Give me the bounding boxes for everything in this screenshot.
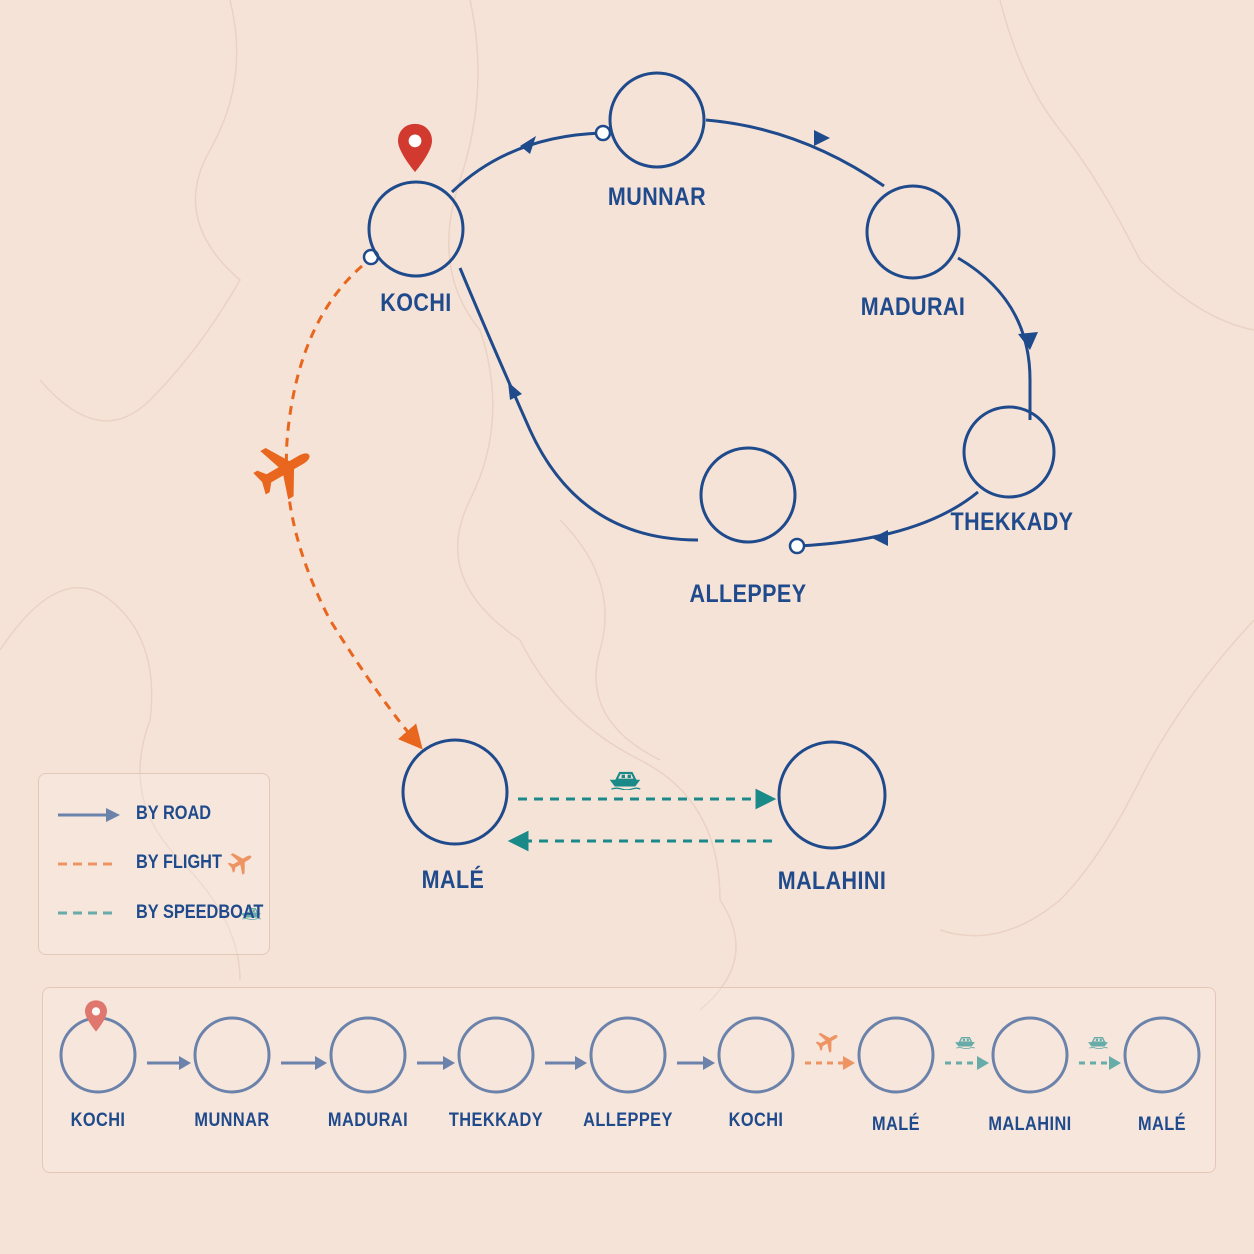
road-route <box>450 118 1032 548</box>
stop-label-male: MALÉ <box>421 866 485 894</box>
road-arrowheads <box>508 130 1038 546</box>
itinerary-stop-label: MADURAI <box>327 1110 409 1131</box>
itinerary-stop-6-photo <box>857 1016 935 1094</box>
stop-madurai-photo <box>865 184 961 280</box>
map-contours <box>0 0 1254 1011</box>
itinerary-stop-1-photo <box>193 1016 271 1094</box>
speedboat-icon <box>608 771 642 790</box>
stop-kochi-photo <box>367 180 465 278</box>
stop-label-thekkady: THEKKADY <box>950 508 1074 536</box>
stop-male-photo <box>401 738 509 846</box>
legend-speedboat-label: BY SPEEDBOAT <box>136 902 264 923</box>
itinerary-stop-label: ALLEPPEY <box>583 1110 673 1131</box>
stop-alleppey-photo <box>699 446 797 544</box>
itinerary-stop-3-photo <box>457 1016 535 1094</box>
legend-road-label: BY ROAD <box>136 803 212 824</box>
road-madurai-thekkady <box>957 256 1032 420</box>
road-kochi-munnar <box>450 131 603 194</box>
flight-route <box>284 264 423 750</box>
stop-label-madurai: MADURAI <box>860 293 966 321</box>
stop-munnar-photo <box>608 71 706 169</box>
legend <box>38 773 270 955</box>
itinerary-arrowhead <box>443 1056 455 1070</box>
itinerary-stop-7-photo <box>991 1016 1069 1094</box>
itinerary-arrowhead <box>575 1056 587 1070</box>
itinerary-stop-2-photo <box>329 1016 407 1094</box>
itinerary-arrowhead <box>1109 1056 1121 1070</box>
stop-label-munnar: MUNNAR <box>607 183 707 211</box>
stop-label-alleppey: ALLEPPEY <box>689 580 807 608</box>
legend-symbols <box>58 808 120 915</box>
itinerary-stop-label: MALÉ <box>871 1114 921 1135</box>
itinerary-stop-8-photo <box>1123 1016 1201 1094</box>
itinerary-stop-label: KOCHI <box>728 1110 784 1131</box>
itinerary-arrowhead <box>179 1056 191 1070</box>
itinerary-stop-label: KOCHI <box>70 1110 126 1131</box>
road-alleppey-kochi <box>458 267 699 542</box>
stop-label-kochi: KOCHI <box>380 289 452 317</box>
itinerary-strip <box>42 987 1216 1173</box>
airplane-icon <box>245 430 324 508</box>
itinerary-arrowhead <box>977 1056 989 1070</box>
stop-label-malahini: MALAHINI <box>777 867 887 895</box>
itinerary-arrowhead <box>843 1056 855 1070</box>
map-pin-icon <box>398 123 432 173</box>
itinerary-arrowhead <box>703 1056 715 1070</box>
itinerary-stop-label: MALAHINI <box>988 1114 1072 1135</box>
itinerary-stop-label: MUNNAR <box>194 1110 270 1131</box>
itinerary-arrowhead <box>315 1056 327 1070</box>
route-nodes <box>362 124 806 555</box>
road-thekkady-alleppey <box>797 490 979 548</box>
itinerary-stop-5-photo <box>717 1016 795 1094</box>
stop-malahini-photo <box>777 740 887 850</box>
itinerary-stop-label: MALÉ <box>1137 1114 1187 1135</box>
itinerary-stop-label: THEKKADY <box>448 1110 544 1131</box>
legend-flight-label: BY FLIGHT <box>136 852 222 873</box>
itinerary-stop-4-photo <box>589 1016 667 1094</box>
road-munnar-madurai <box>705 118 885 188</box>
stop-thekkady-photo <box>962 405 1056 499</box>
